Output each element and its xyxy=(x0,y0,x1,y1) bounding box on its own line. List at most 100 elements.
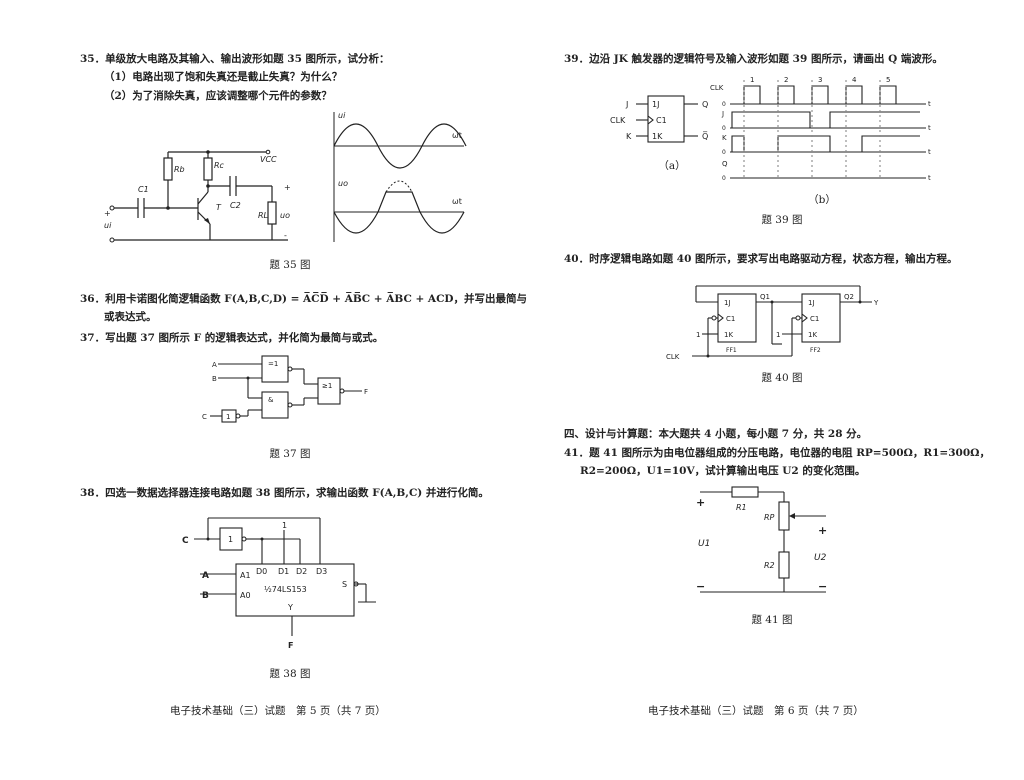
wave-zero-1: 0 xyxy=(722,101,726,108)
wave-t-3: t xyxy=(928,148,931,156)
chip-label: ½74LS153 xyxy=(264,585,307,594)
q38-c: C xyxy=(182,536,189,546)
wave-t-1: t xyxy=(928,100,931,108)
ui-plus: + xyxy=(104,209,111,218)
q37-b: B xyxy=(212,375,217,383)
q37-stem: 37．写出题 37 图所示 F 的逻辑表达式，并化简为最简与或式。 xyxy=(80,332,384,344)
c2-label: C2 xyxy=(230,201,241,210)
ff1-c1: C1 xyxy=(726,315,735,323)
footer-left: 电子技术基础（三）试题 第 5 页（共 7 页） xyxy=(170,705,386,717)
q38-f: F xyxy=(288,641,293,650)
q39-1j: 1J xyxy=(652,100,659,109)
wave-q: Q xyxy=(722,160,728,168)
q40-caption: 题 40 图 xyxy=(761,372,803,384)
q39-1k: 1K xyxy=(652,132,663,141)
wave-zero-3: 0 xyxy=(722,149,726,156)
s-pin: S xyxy=(342,580,347,589)
section-4-heading: 四、设计与计算题：本大题共 4 小题，每小题 7 分，共 28 分。 xyxy=(564,428,868,440)
q39-q: Q xyxy=(702,100,708,109)
q41-line1: 41．题 41 图所示为由电位器组成的分压电路，电位器的电阻 RP=500Ω，R… xyxy=(564,447,990,459)
ff1-label: FF1 xyxy=(726,347,737,354)
ff1-1j: 1J xyxy=(724,299,731,307)
q41-divider-circuit: R1 RP R2 U1 U2 + − + − xyxy=(696,486,827,593)
rc-label: Rc xyxy=(214,161,225,170)
q39-waveforms: CLK J K Q 0 0 0 0 t t t t 1 2 3 4 5 xyxy=(710,76,931,182)
q38-caption: 题 38 图 xyxy=(269,668,311,680)
q35-stem: 35．单级放大电路及其输入、输出波形如题 35 图所示，试分析： xyxy=(80,53,390,65)
d3-pin: D3 xyxy=(316,567,327,576)
q41-caption: 题 41 图 xyxy=(751,614,793,626)
q39-caption: 题 39 图 xyxy=(761,214,803,226)
q39-jk-symbol: J CLK K 1J C1 1K Q Q̅ xyxy=(610,95,708,143)
q40-one-b: 1 xyxy=(776,331,780,339)
q40-one-a: 1 xyxy=(696,331,700,339)
uo-label: uo xyxy=(280,211,290,220)
q35-waveforms: ui uo ωt ωt xyxy=(333,111,467,242)
wt-label-1: ωt xyxy=(452,131,462,140)
q1-label: Q1 xyxy=(760,293,770,301)
ui-label: ui xyxy=(104,221,112,230)
q39-c1: C1 xyxy=(656,116,667,125)
q39-stem: 39．边沿 JK 触发器的逻辑符号及输入波形如题 39 图所示，请画出 Q 端波… xyxy=(564,53,943,65)
r2-label: R2 xyxy=(764,561,775,570)
q39-qbar: Q̅ xyxy=(702,131,708,141)
q36-line2: 或表达式。 xyxy=(104,311,157,323)
q40-clk: CLK xyxy=(666,353,680,361)
and-gate-label: & xyxy=(268,396,274,404)
ff2-c1: C1 xyxy=(810,315,819,323)
wt-label-2: ωt xyxy=(452,197,462,206)
q38-stem: 38．四选一数据选择器连接电路如题 38 图所示，求输出函数 F(A,B,C) … xyxy=(80,487,489,499)
q37-a: A xyxy=(212,361,217,369)
pulse-4: 4 xyxy=(852,76,857,84)
or-gate-label: ≥1 xyxy=(322,382,332,390)
q35-caption: 题 35 图 xyxy=(269,259,311,271)
c1-label: C1 xyxy=(138,185,149,194)
footer-right: 电子技术基础（三）试题 第 6 页（共 7 页） xyxy=(648,705,864,717)
q38-a: A xyxy=(202,571,209,581)
q35-amplifier-circuit: Rb Rc VCC C1 C2 T RL uo ui + + - xyxy=(104,149,291,243)
vcc-label: VCC xyxy=(260,155,277,164)
ff2-1k: 1K xyxy=(808,331,817,339)
wave-zero-4: 0 xyxy=(722,175,726,182)
q39-sub-b: （b） xyxy=(808,194,836,206)
a1-pin: A1 xyxy=(240,571,251,580)
rb-label: Rb xyxy=(174,165,185,174)
r1-label: R1 xyxy=(736,503,747,512)
pulse-5: 5 xyxy=(886,76,890,84)
d2-pin: D2 xyxy=(296,567,307,576)
a0-pin: A0 xyxy=(240,591,251,600)
xor-gate-label: =1 xyxy=(268,360,278,368)
d1-pin: D1 xyxy=(278,567,289,576)
q39-j: J xyxy=(625,100,628,109)
uo-plus: + xyxy=(284,183,291,192)
ff1-1k: 1K xyxy=(724,331,733,339)
q35-sub2: （2）为了消除失真，应该调整哪个元件的参数？ xyxy=(104,90,332,102)
wave-zero-2: 0 xyxy=(722,125,726,132)
y-out-label: Y xyxy=(873,299,879,307)
q38-b: B xyxy=(202,591,209,601)
q37-logic-diagram: A B C F =1 & ≥1 1 xyxy=(202,355,368,423)
q38-mux-diagram: C A B A1 A0 D0 D1 D2 D3 1 1 ½74LS153 S Y… xyxy=(182,517,376,650)
pulse-1: 1 xyxy=(750,76,754,84)
logic-one: 1 xyxy=(282,521,287,530)
q39-sub-a: （a） xyxy=(658,160,686,172)
uo-axis-label: uo xyxy=(338,179,348,188)
q39-k: K xyxy=(626,132,632,141)
u2-plus: + xyxy=(818,524,827,537)
ui-axis-label: ui xyxy=(338,111,346,120)
ff2-1j: 1J xyxy=(808,299,815,307)
wave-k: K xyxy=(722,134,727,142)
wave-t-4: t xyxy=(928,174,931,182)
q41-line2: R2=200Ω，U1=10V，试计算输出电压 U2 的变化范围。 xyxy=(580,465,866,477)
u2-minus: − xyxy=(818,580,827,593)
wave-t-2: t xyxy=(928,124,931,132)
t-label: T xyxy=(216,203,222,212)
wave-j: J xyxy=(721,110,724,118)
ff2-label: FF2 xyxy=(810,347,821,354)
d0-pin: D0 xyxy=(256,567,267,576)
q40-stem: 40．时序逻辑电路如题 40 图所示，要求写出电路驱动方程，状态方程，输出方程。 xyxy=(564,253,958,265)
page-5: 35．单级放大电路及其输入、输出波形如题 35 图所示，试分析： （1）电路出现… xyxy=(80,53,527,717)
q2-label: Q2 xyxy=(844,293,854,301)
q37-c: C xyxy=(202,413,207,421)
u1-label: U1 xyxy=(698,539,710,549)
